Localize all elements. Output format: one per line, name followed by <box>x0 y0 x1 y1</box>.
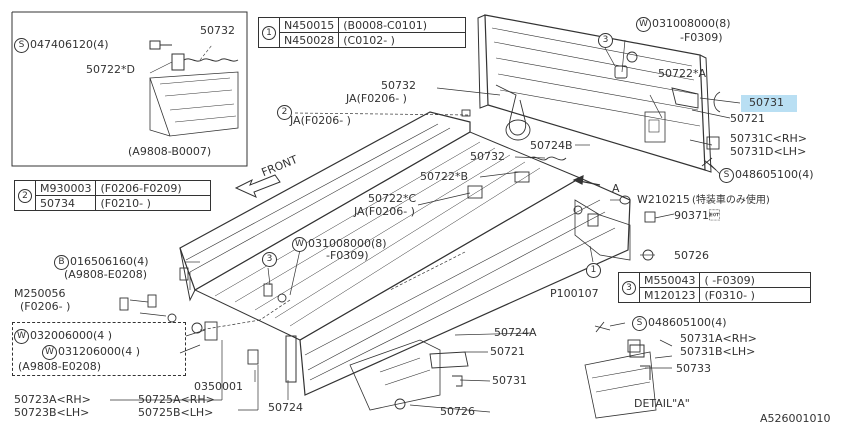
part-50721-top-label[interactable]: 50721 <box>730 112 765 125</box>
part-50726-right-label[interactable]: 50726 <box>674 249 709 262</box>
reference-table-1: 1 N450015 (B0008-C0101) N450028 (C0102- … <box>258 17 467 48</box>
inset-bolt-icon <box>149 40 172 50</box>
leader-lines <box>110 39 741 413</box>
table2-row2-range: (F0210- ) <box>95 195 212 211</box>
inset-bolt-key-circle: S <box>14 38 29 53</box>
table2-row2-code[interactable]: 50734 <box>34 195 97 211</box>
washer-031-key-circle: W <box>42 345 57 360</box>
inset-bed-sketch <box>149 71 239 137</box>
table3-row1-code[interactable]: M550043 <box>638 272 701 288</box>
part-50722a-label[interactable]: 50722*A <box>658 67 707 80</box>
part-50724a-label[interactable]: 50724A <box>494 326 537 339</box>
inset-part-50722d-label[interactable]: 50722*D <box>86 63 135 76</box>
washer-top-range: -F0309) <box>680 31 723 44</box>
part-50731a-label[interactable]: 50731A<RH> <box>680 332 757 345</box>
table2-row1-code[interactable]: M930003 <box>34 180 97 196</box>
m250056-range: (F0206- ) <box>20 300 71 313</box>
part-50731d-label[interactable]: 50731D<LH> <box>730 145 807 158</box>
detail-a-label: DETAIL"A" <box>634 397 690 410</box>
circle-3-mid: 3 <box>262 252 277 267</box>
w210215-note: (特装車のみ使用) <box>692 195 770 206</box>
reference-table-2: 2 M930003 (F0206-F0209) 50734 (F0210- ) <box>14 180 212 211</box>
screw-right-key-circle: S <box>719 168 734 183</box>
part-50721-low-label[interactable]: 50721 <box>490 345 525 358</box>
part-50731-low-label[interactable]: 50731 <box>492 374 527 387</box>
part-50722c-ja-range: JA(F0206- ) <box>354 205 415 218</box>
part-50723a-label[interactable]: 50723A<RH> <box>14 393 91 406</box>
table1-row2-range: (C0102- ) <box>338 32 467 48</box>
inset-range-label: (A9808-B0007) <box>128 145 212 158</box>
inset-part-50732-label[interactable]: 50732 <box>200 24 235 37</box>
washer-group-range: (A9808-E0208) <box>18 360 102 373</box>
table1-row1-code[interactable]: N450015 <box>278 17 340 33</box>
washer-mid-label[interactable]: 031008000(8) <box>308 237 387 250</box>
part-50731-highlighted-label[interactable]: 50731 <box>749 96 784 109</box>
part-90371-label[interactable]: 90371 <box>674 209 720 222</box>
part-50731b-label[interactable]: 50731B<LH> <box>680 345 756 358</box>
part-50724-label[interactable]: 50724 <box>268 401 303 414</box>
front-arrow-icon <box>234 174 281 198</box>
part-50732-low-label[interactable]: 50732 <box>470 150 505 163</box>
reference-table-3: 3 M550043 ( -F0309) M120123 (F0310- ) <box>618 272 812 303</box>
part-50722c-label[interactable]: 50722*C <box>368 192 417 205</box>
washer-top-label[interactable]: 031008000(8) <box>652 17 731 30</box>
table2-key-cell: 2 <box>14 180 36 211</box>
hardware-glyphs <box>119 51 721 410</box>
part-50732-ja-range: JA(F0206- ) <box>346 92 407 105</box>
table1-row1-range: (B0008-C0101) <box>338 17 467 33</box>
m250056-label[interactable]: M250056 <box>14 287 66 300</box>
table3-row2-range: (F0310- ) <box>699 287 812 303</box>
circle-1-low: 1 <box>586 263 601 278</box>
bolt-left-range: (A9808-E0208) <box>64 268 148 281</box>
highlighted-part-box <box>741 95 797 112</box>
part-50724b-label[interactable]: 50724B <box>530 139 573 152</box>
washer-mid-key-circle: W <box>292 237 307 252</box>
washer-top-key-circle: W <box>636 17 651 32</box>
part-50723b-label[interactable]: 50723B<LH> <box>14 406 90 419</box>
washer-031-label[interactable]: 031206000(4 ) <box>58 345 141 358</box>
circle-2-mid: 2 <box>277 105 292 120</box>
part-50726-low-label[interactable]: 50726 <box>440 405 475 418</box>
circle-3-top: 3 <box>598 33 613 48</box>
letter-a-label: A <box>612 182 620 195</box>
washer-032-label[interactable]: 032006000(4 ) <box>30 329 113 342</box>
part-0350001-label[interactable]: 0350001 <box>194 380 243 393</box>
part-p100107-label[interactable]: P100107 <box>550 287 599 300</box>
part-50732-mid-label[interactable]: 50732 <box>381 79 416 92</box>
table3-key-cell: 3 <box>618 272 640 303</box>
washer-032-key-circle: W <box>14 329 29 344</box>
screw-right-label[interactable]: 048605100(4) <box>735 168 814 181</box>
washer-w210215-label[interactable]: W210215 <box>637 193 690 206</box>
bolt-left-label[interactable]: 016506160(4) <box>70 255 149 268</box>
part-50725a-label[interactable]: 50725A<RH> <box>138 393 215 406</box>
washer-mid-range: -F0309) <box>326 249 369 262</box>
table2-row1-range: (F0206-F0209) <box>95 180 212 196</box>
part-50722b-label[interactable]: 50722*B <box>420 170 469 183</box>
diagram-code-label: A526001010 <box>760 412 831 425</box>
part-50731c-label[interactable]: 50731C<RH> <box>730 132 808 145</box>
table1-row2-code[interactable]: N450028 <box>278 32 340 48</box>
inset-clip-icon <box>171 53 239 71</box>
table3-row1-range: ( -F0309) <box>699 272 812 288</box>
washer-group-bracket <box>12 322 186 376</box>
inset-frame <box>11 11 248 167</box>
screw-low-key-circle: S <box>632 316 647 331</box>
inset-bolt-label[interactable]: 047406120(4) <box>30 38 109 51</box>
screw-low-label[interactable]: 048605100(4) <box>648 316 727 329</box>
detail-a-drawing <box>584 344 657 419</box>
part-50733-label[interactable]: 50733 <box>676 362 711 375</box>
detail-a-arrow-icon <box>572 175 601 186</box>
table3-row2-code[interactable]: M120123 <box>638 287 701 303</box>
part-50725b-label[interactable]: 50725B<LH> <box>138 406 214 419</box>
tailgate-drawing <box>477 14 712 173</box>
bolt-left-key-circle: B <box>54 255 69 270</box>
table1-key-cell: 1 <box>258 17 280 48</box>
circle-2-ja-range: JA(F0206- ) <box>290 114 351 127</box>
